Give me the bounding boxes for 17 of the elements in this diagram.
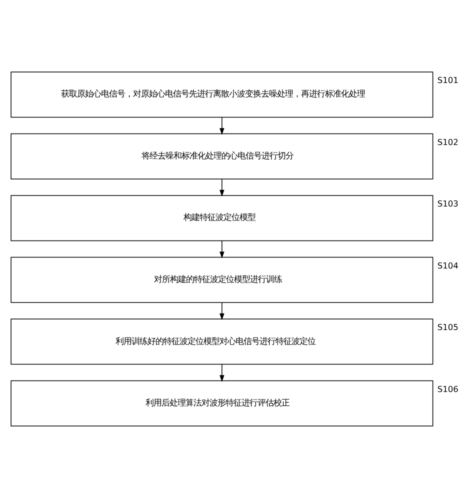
node-label: S103 (437, 198, 458, 208)
node-box: 对所构建的特征波定位模型进行训练 (10, 256, 434, 302)
node-label: S101 (437, 74, 458, 85)
node-label: S102 (437, 136, 458, 146)
node-box: 构建特征波定位模型 (10, 194, 434, 241)
node-label: S106 (437, 383, 458, 394)
node-label: S105 (437, 322, 458, 332)
node-box: 利用后处理算法对波形特征进行评估校正 (10, 380, 434, 426)
node-box: 获取原始心电信号，对原始心电信号先进行离散小波变换去噪处理，再进行标准化处理 (10, 71, 434, 118)
arrow (220, 240, 224, 258)
node-label: S104 (437, 260, 458, 270)
arrow (220, 302, 224, 320)
node-box: 将经去噪和标准化处理的心电信号进行切分 (10, 132, 434, 179)
arrow (220, 363, 224, 382)
arrow (220, 116, 224, 134)
node-box: 利用训练好的特征波定位模型对心电信号进行特征波定位 (10, 318, 434, 364)
arrow (220, 178, 224, 196)
